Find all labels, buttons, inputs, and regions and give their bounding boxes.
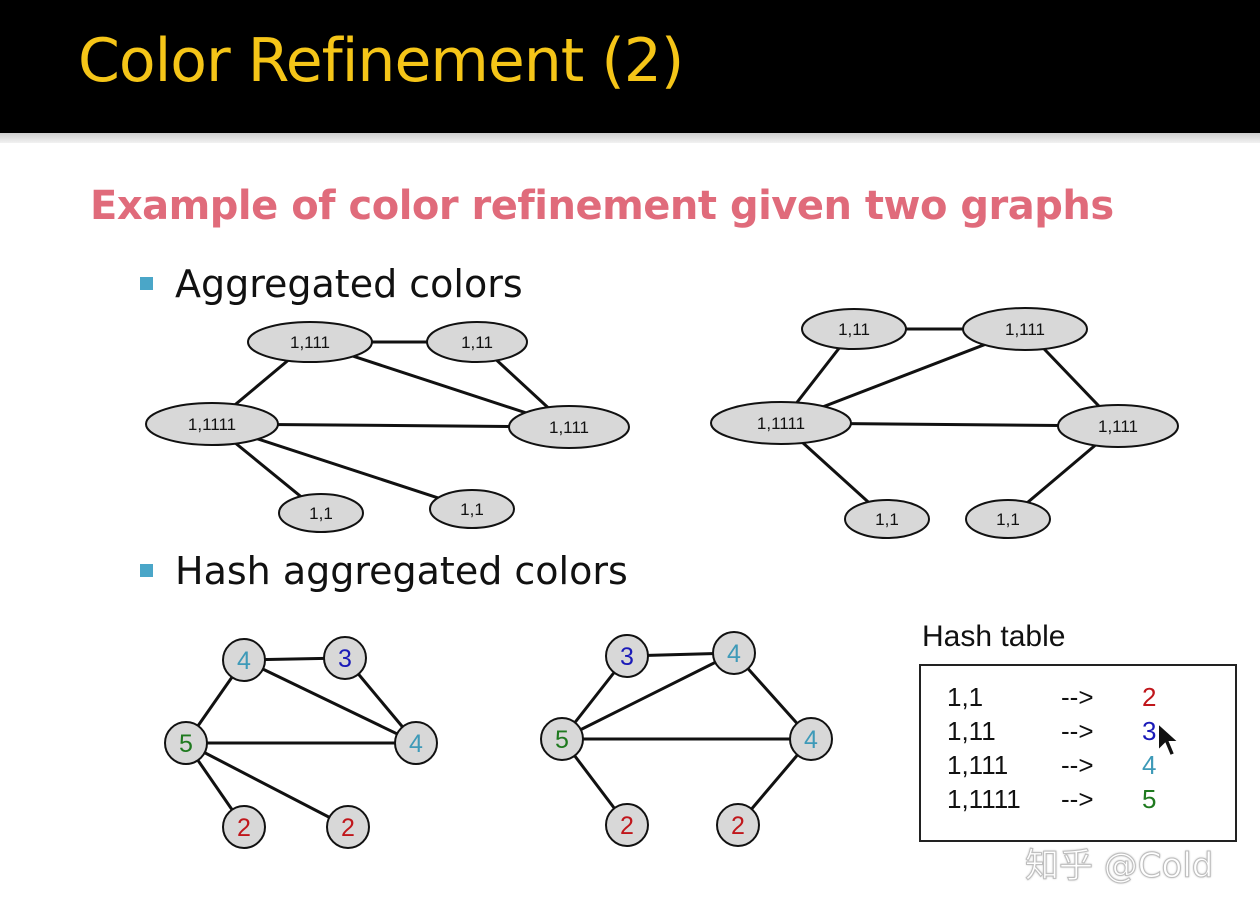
hash-key: 1,1111 <box>947 784 1021 814</box>
graph-edge <box>243 658 417 745</box>
hash-table-row: 1,11 --> 3 <box>921 716 1239 750</box>
hash-key: 1,111 <box>947 750 1009 780</box>
node-label: 1,1 <box>460 500 484 519</box>
graph-node <box>222 805 266 849</box>
graph-node <box>429 489 515 529</box>
node-label: 1,111 <box>1005 320 1045 339</box>
node-label: 5 <box>179 730 193 758</box>
aggregated-graph-1: 1,111 1,11 1,1111 1,111 1,1 1,1 <box>145 321 630 533</box>
node-label: 1,1 <box>309 504 333 523</box>
graph-node <box>426 321 528 363</box>
node-label: 1,1 <box>875 510 899 529</box>
graph-node <box>605 634 649 678</box>
node-label: 1,1111 <box>188 415 236 434</box>
graph-node <box>844 499 930 539</box>
hash-value: 4 <box>1142 750 1157 780</box>
hash-table-title: Hash table <box>922 620 1066 653</box>
graph-node <box>962 307 1088 351</box>
watermark: 知乎 @Cold <box>1024 846 1214 887</box>
bullet-hash-aggregated-colors: Hash aggregated colors <box>175 549 628 593</box>
node-label: 1,11 <box>838 320 870 339</box>
graph-node <box>710 401 852 445</box>
aggregated-graph-2: 1,11 1,111 1,1111 1,111 1,1 1,1 <box>710 307 1179 539</box>
hash-arrow: --> <box>1061 682 1094 712</box>
node-label: 4 <box>727 640 741 668</box>
hashed-graph-2: 3 4 5 4 2 2 <box>540 631 833 847</box>
hash-value: 5 <box>1142 784 1157 814</box>
bullet-aggregated-colors: Aggregated colors <box>175 262 523 306</box>
graph-edge <box>185 741 349 829</box>
node-label: 3 <box>620 643 634 671</box>
graph-node <box>1057 404 1179 448</box>
hash-table: 1,1 --> 2 1,11 --> 3 1,111 --> 4 1,1111 --> 5 <box>919 664 1237 842</box>
graph-node <box>605 803 649 847</box>
hashed-graph-1: 4 3 5 4 2 2 <box>164 636 438 849</box>
hash-table-row: 1,1 --> 2 <box>921 682 1239 716</box>
node-label: 1,111 <box>1098 417 1138 436</box>
graph-node <box>278 493 364 533</box>
graph-node <box>789 717 833 761</box>
bullet-square-icon <box>140 277 153 290</box>
graph-node <box>394 721 438 765</box>
node-label: 1,111 <box>549 418 589 437</box>
slide-title: Color Refinement (2) <box>78 26 684 96</box>
node-label: 4 <box>409 730 423 758</box>
graph-node <box>222 638 266 682</box>
node-label: 4 <box>237 647 251 675</box>
graph-node <box>247 321 373 363</box>
graph-node <box>164 721 208 765</box>
bullet-square-icon <box>140 564 153 577</box>
hash-key: 1,11 <box>947 716 996 746</box>
node-label: 5 <box>555 726 569 754</box>
graph-node <box>716 803 760 847</box>
slide-subtitle: Example of color refinement given two gr… <box>90 183 1114 229</box>
graph-node <box>540 717 584 761</box>
graph-node <box>326 805 370 849</box>
node-label: 2 <box>237 814 251 842</box>
hash-arrow: --> <box>1061 750 1094 780</box>
hash-value: 2 <box>1142 682 1157 712</box>
node-label: 1,1111 <box>757 414 805 433</box>
graph-node <box>323 636 367 680</box>
node-label: 4 <box>804 726 818 754</box>
graph-edge <box>561 651 735 741</box>
node-label: 2 <box>620 812 634 840</box>
graph-node <box>965 499 1051 539</box>
graph-node <box>145 402 279 446</box>
hash-key: 1,1 <box>947 682 984 712</box>
node-label: 1,111 <box>290 333 330 352</box>
hash-arrow: --> <box>1061 784 1094 814</box>
title-bar <box>0 0 1260 133</box>
title-divider <box>0 133 1260 143</box>
hash-arrow: --> <box>1061 716 1094 746</box>
hash-table-row: 1,1111 --> 5 <box>921 784 1239 818</box>
node-label: 3 <box>338 645 352 673</box>
mouse-pointer-icon <box>1157 721 1182 758</box>
node-label: 2 <box>341 814 355 842</box>
hash-table-row: 1,111 --> 4 <box>921 750 1239 784</box>
node-label: 1,1 <box>996 510 1020 529</box>
node-label: 1,11 <box>461 333 493 352</box>
node-label: 2 <box>731 812 745 840</box>
graph-node <box>801 308 907 350</box>
graph-node <box>508 405 630 449</box>
hash-value: 3 <box>1142 716 1157 746</box>
graph-node <box>712 631 756 675</box>
